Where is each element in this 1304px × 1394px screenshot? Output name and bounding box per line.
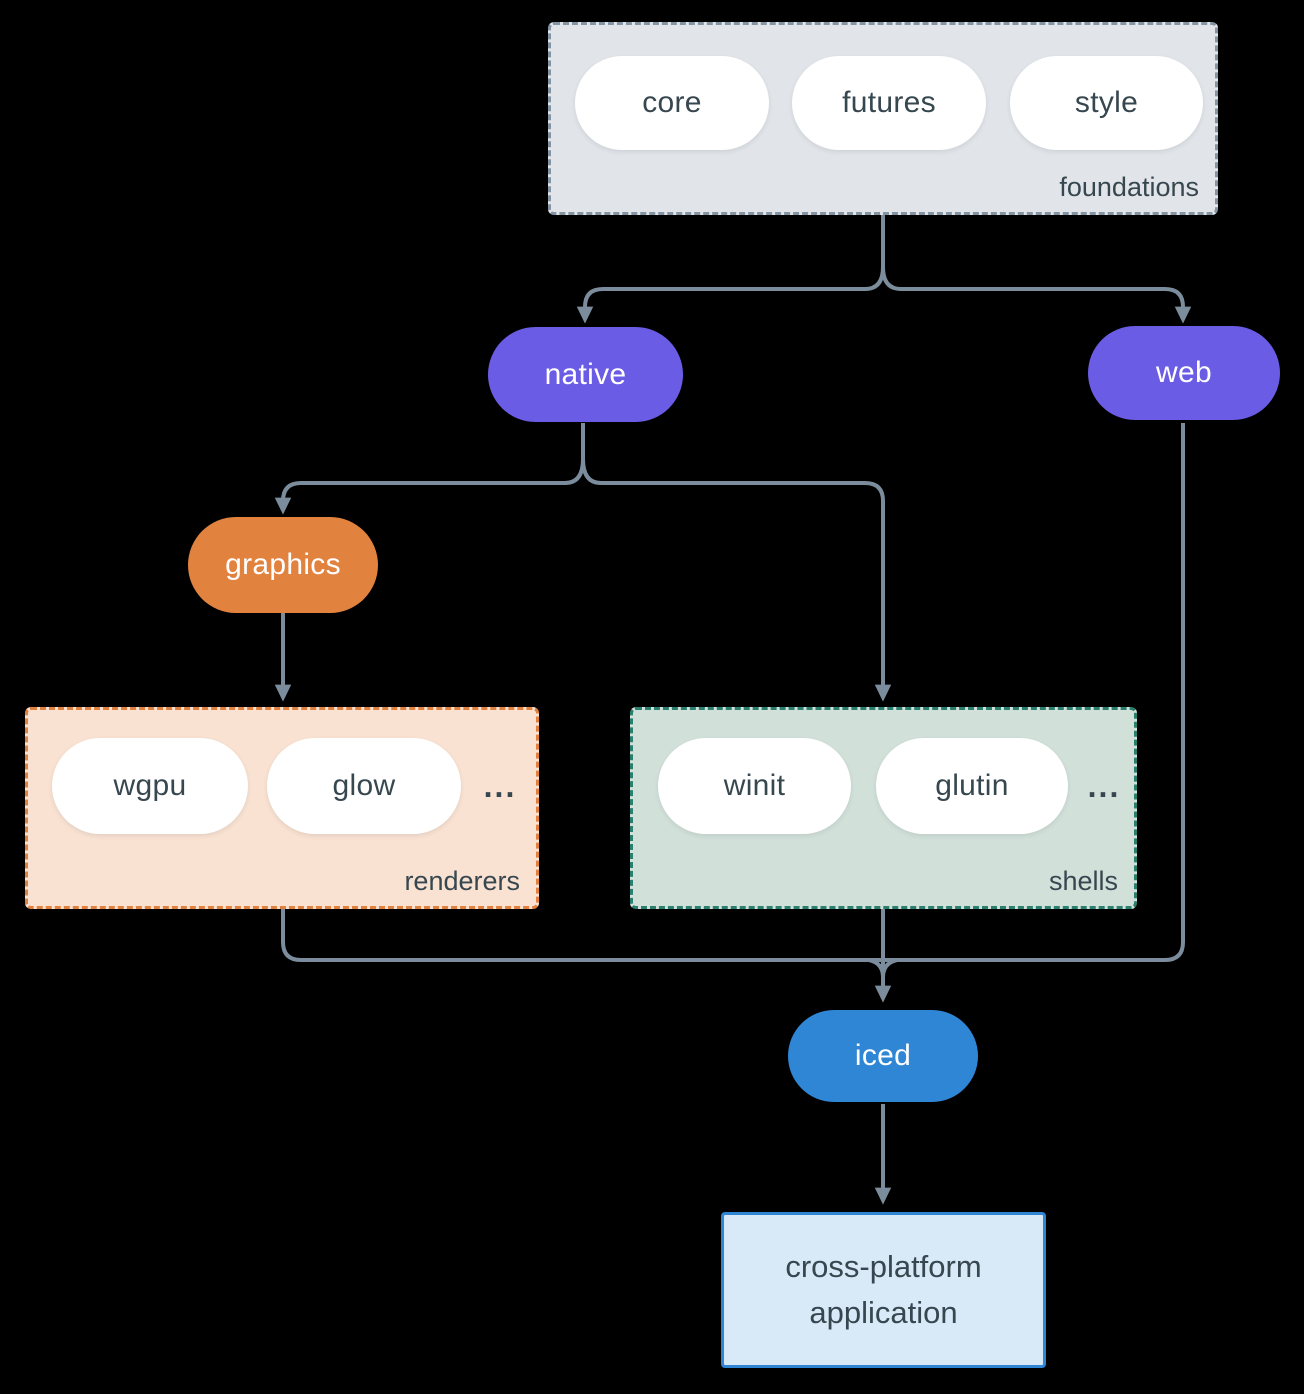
renderers-label: renderers [404, 866, 520, 896]
edge-native-to-graphics [274, 458, 585, 515]
node-graphics: graphics [188, 517, 378, 613]
node-futures: futures [792, 56, 986, 150]
edge-foundations-to-web [881, 266, 1192, 324]
node-iced: iced [788, 1010, 978, 1102]
edge-native-to-shells [581, 458, 892, 702]
edge-merge-flare-right [881, 958, 898, 978]
node-glutin: glutin [876, 738, 1068, 834]
application-label-line1: cross-platform [785, 1249, 982, 1284]
shells-ellipsis: ... [1087, 767, 1121, 804]
foundations-label: foundations [1059, 172, 1199, 202]
node-style: style [1010, 56, 1203, 150]
node-web: web [1088, 326, 1280, 420]
shells-group: winit glutin ... shells [630, 707, 1137, 909]
node-glow: glow [267, 738, 461, 834]
node-wgpu: wgpu [52, 738, 248, 834]
shells-label: shells [1048, 866, 1118, 896]
renderers-group: wgpu glow ... renderers [25, 707, 539, 909]
node-native: native [488, 327, 683, 422]
node-cross-platform-application: cross-platform application [721, 1212, 1046, 1368]
edge-web-to-merge [883, 423, 1185, 962]
foundations-group: core futures style foundations [548, 22, 1218, 215]
node-winit: winit [658, 738, 851, 834]
edge-merge-flare-left [868, 958, 885, 978]
renderers-ellipsis: ... [483, 767, 517, 804]
node-core: core [575, 56, 769, 150]
application-label-line2: application [809, 1295, 958, 1330]
edge-renderers-to-merge [281, 909, 883, 962]
edge-foundations-to-native [576, 266, 885, 324]
